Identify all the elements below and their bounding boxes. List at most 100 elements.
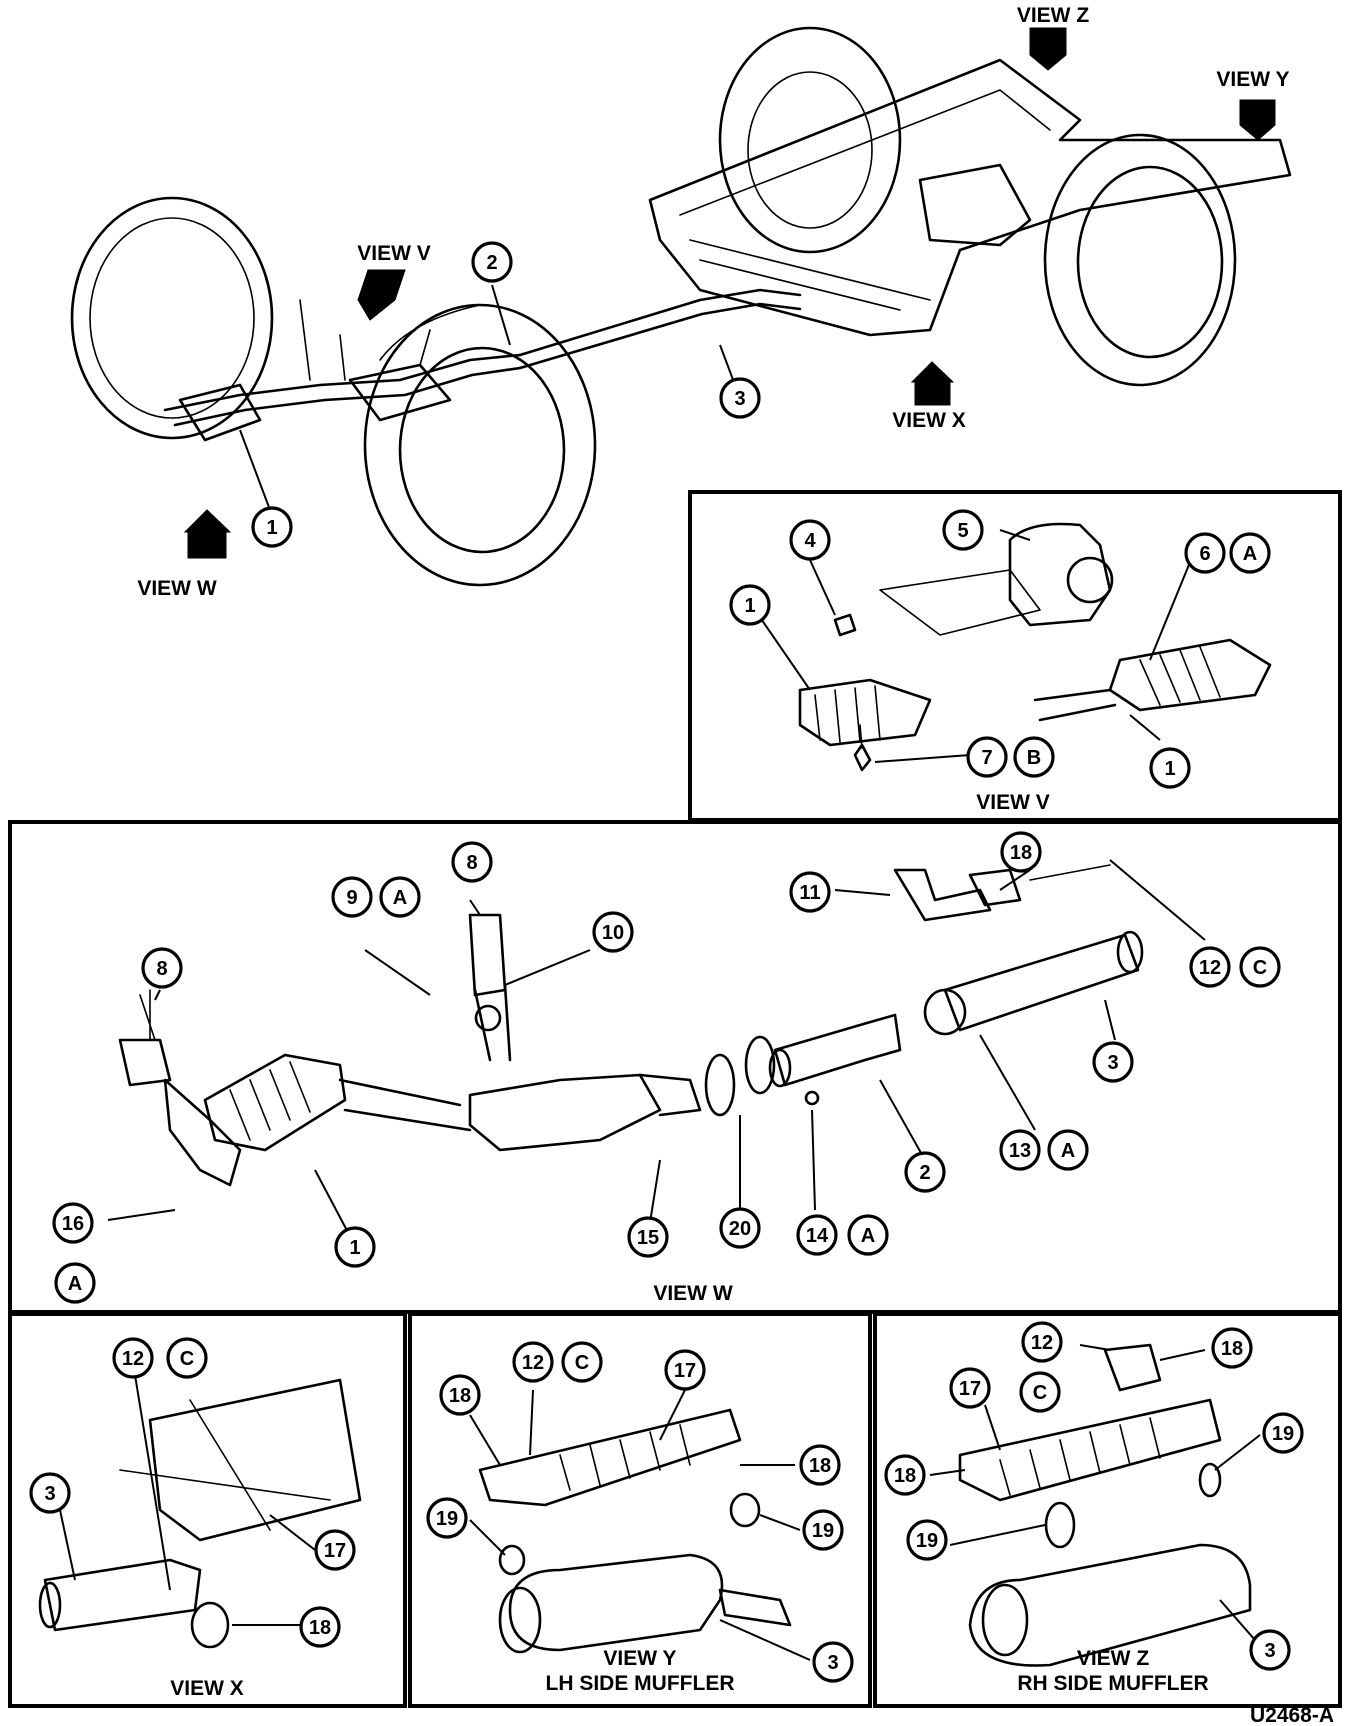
callout-2: 2 [904, 1151, 946, 1193]
svg-text:11: 11 [799, 882, 820, 904]
svg-text:12: 12 [1031, 1332, 1053, 1354]
pipe-view-x [43, 1558, 202, 1632]
callout-19: 19 [1262, 1412, 1304, 1454]
svg-text:20: 20 [729, 1218, 751, 1240]
callout-1: 1 [334, 1226, 376, 1268]
svg-text:18: 18 [449, 1385, 471, 1407]
callout-19: 19 [426, 1497, 468, 1539]
view-y-overview-label: VIEW Y [1216, 68, 1289, 91]
view-w-panel [8, 820, 1342, 1314]
svg-text:18: 18 [809, 1455, 831, 1477]
svg-text:7: 7 [981, 747, 992, 769]
rear-axle-housing [918, 163, 1032, 247]
callout-a: A [847, 1214, 889, 1256]
bolt [853, 743, 872, 772]
callout-17: 17 [314, 1529, 356, 1571]
view-z-title: VIEW Z [1077, 1647, 1150, 1670]
heat-shield-view-y [478, 1408, 742, 1507]
svg-text:18: 18 [309, 1617, 331, 1639]
callout-c: C [166, 1337, 208, 1379]
callout-2: 2 [471, 241, 513, 283]
view-w-title: VIEW W [653, 1282, 733, 1305]
heat-shield-view-z [958, 1398, 1222, 1502]
figure-id: U2468-A [1250, 1704, 1334, 1726]
svg-text:18: 18 [894, 1465, 916, 1487]
svg-text:A: A [1243, 543, 1257, 565]
callout-c: C [1019, 1371, 1061, 1413]
callout-8: 8 [451, 841, 493, 883]
rear-frame [648, 58, 1292, 337]
callout-a: A [54, 1262, 96, 1304]
front-exhaust [163, 353, 522, 412]
svg-text:19: 19 [1272, 1423, 1294, 1445]
catalyst-lh [178, 383, 262, 442]
svg-text:6: 6 [1199, 543, 1210, 565]
svg-text:12: 12 [1199, 957, 1221, 979]
callout-15: 15 [627, 1216, 669, 1258]
callout-3: 3 [1249, 1629, 1291, 1671]
callout-4: 4 [789, 519, 831, 561]
svg-text:13: 13 [1009, 1140, 1031, 1162]
gasket [704, 1053, 736, 1117]
callout-1: 1 [251, 506, 293, 548]
svg-text:12: 12 [522, 1352, 544, 1374]
callout-10: 10 [592, 911, 634, 953]
svg-text:8: 8 [466, 852, 477, 874]
front-left-wheel [70, 196, 274, 440]
callout-14: 14 [796, 1214, 838, 1256]
view-w-drawing [107, 859, 1206, 1241]
svg-text:2: 2 [919, 1162, 930, 1184]
svg-text:C: C [180, 1348, 194, 1370]
view-w-overview-label: VIEW W [137, 577, 217, 600]
svg-text:A: A [861, 1225, 875, 1247]
callout-6: 6 [1184, 532, 1226, 574]
catalyst-view-v-left [798, 678, 932, 747]
view-z-overview-label: VIEW Z [1017, 4, 1090, 27]
callout-18: 18 [299, 1606, 341, 1648]
callout-18: 18 [439, 1374, 481, 1416]
svg-text:17: 17 [959, 1378, 981, 1400]
view-x-title: VIEW X [170, 1677, 244, 1700]
svg-text:19: 19 [916, 1530, 938, 1552]
svg-text:18: 18 [1010, 842, 1032, 864]
view-w-arrow [183, 509, 232, 559]
callout-c: C [561, 1341, 603, 1383]
callout-18: 18 [1211, 1327, 1253, 1369]
callout-12: 12 [1021, 1321, 1063, 1363]
svg-text:A: A [393, 887, 407, 909]
callout-12: 12 [1189, 946, 1231, 988]
callout-b: B [1013, 736, 1055, 778]
view-labels: VIEW V VIEW W VIEW X VIEW Y VIEW Z VIEW … [137, 4, 1334, 1726]
svg-text:1: 1 [349, 1237, 360, 1259]
svg-text:2: 2 [486, 252, 497, 274]
view-y-arrow [1239, 99, 1276, 141]
svg-text:C: C [575, 1352, 589, 1374]
svg-text:12: 12 [122, 1348, 144, 1370]
view-y-title: VIEW Y [603, 1647, 676, 1670]
hanger-view-x [190, 1601, 230, 1649]
svg-text:15: 15 [637, 1227, 659, 1249]
svg-text:10: 10 [602, 922, 624, 944]
svg-text:19: 19 [812, 1520, 834, 1542]
svg-text:3: 3 [1264, 1640, 1275, 1662]
svg-text:3: 3 [44, 1483, 55, 1505]
svg-text:8: 8 [156, 958, 167, 980]
vehicle-overview [70, 26, 1292, 587]
view-v-drawing [754, 522, 1272, 772]
callout-11: 11 [789, 871, 831, 913]
callout-5: 5 [942, 509, 984, 551]
svg-text:18: 18 [1221, 1338, 1243, 1360]
callout-3: 3 [719, 377, 761, 419]
view-x-arrow [910, 361, 955, 406]
intermediate-pipe-view-w [943, 933, 1140, 1032]
view-z-drawing [929, 1343, 1261, 1667]
view-x-panel [8, 1312, 407, 1708]
muffler-view-y [508, 1553, 724, 1652]
callout-7: 7 [966, 736, 1008, 778]
svg-text:5: 5 [957, 520, 968, 542]
callout-16: 16 [52, 1202, 94, 1244]
callout-8: 8 [141, 947, 183, 989]
callout-18: 18 [884, 1454, 926, 1496]
svg-text:B: B [1027, 747, 1041, 769]
